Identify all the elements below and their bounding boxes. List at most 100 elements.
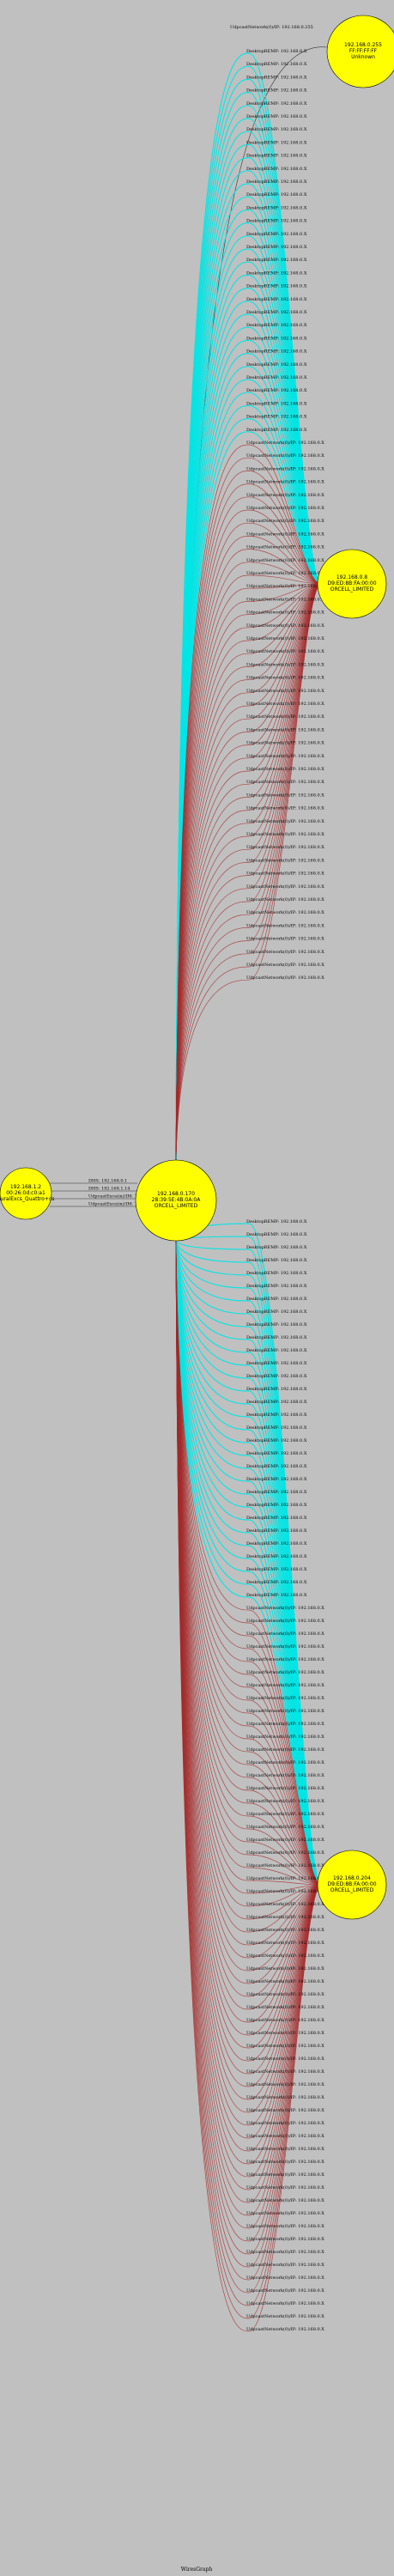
red-edge — [175, 583, 322, 1161]
edge-label: UdpcastNetwork(0)/IP: 192.168.0.X — [246, 531, 324, 537]
edge-label: UdpcastNetwork(0)/IP: 192.168.0.X — [246, 2223, 324, 2229]
edge-label: UdpcastNetwork(0)/IP: 192.168.0.X — [246, 518, 324, 524]
edge-label: UdpcastNetwork(0)/IP: 192.168.0.X — [246, 1914, 324, 1920]
edge-label: DesktopREMP: 192.168.0.X — [246, 1567, 307, 1572]
edge-label: DesktopREMP: 192.168.0.X — [246, 114, 307, 119]
red-edge — [175, 1240, 322, 1886]
node-label: D9:ED:8B:FA:00:00 — [327, 580, 376, 586]
edge-label: DesktopREMP: 192.168.0.X — [246, 1516, 307, 1521]
edge-label: UdpcastNetwork(0)/IP: 192.168.0.X — [246, 1927, 324, 1933]
node-n_mid: 192.168.0.17028:39:5E:4B:0A:0AORCELL_LIM… — [135, 1159, 217, 1242]
red-edge — [175, 1240, 322, 1997]
edge-label: UdpcastNetwork(0)/IP: 192.168.0.X — [246, 1618, 324, 1624]
edge-label: UdpcastNetwork(0)/IP: 192.168.0.X — [246, 2133, 324, 2139]
red-edge — [175, 583, 322, 1161]
red-edge — [175, 583, 322, 1161]
edge-label: DesktopREMP: 192.168.0.X — [246, 428, 307, 433]
edge-label: DesktopREMP: 192.168.0.X — [246, 1541, 307, 1546]
red-edge — [175, 583, 322, 1161]
red-edge — [175, 562, 322, 1161]
edge-label: UdpcastNetwork(0)/IP: 192.168.0.X — [246, 1669, 324, 1675]
red-edge — [175, 583, 322, 1161]
edge-label: UdpcastNetwork(0)/IP: 192.168.0.X — [246, 2249, 324, 2255]
red-edge — [175, 583, 322, 1161]
edge-label: DesktopREMP: 192.168.0.X — [246, 1271, 307, 1276]
edge-label: UdpcastNetwork(0)/IP: 192.168.0.X — [246, 1811, 324, 1817]
edge-label: DesktopREMP: 192.168.0.X — [246, 219, 307, 224]
node-label: 192.168.0.170 — [157, 1191, 195, 1197]
edges-layer — [50, 46, 328, 2332]
edge-label: UdpcastNetwork(0)/IP: 192.168.0.X — [246, 2275, 324, 2281]
edge-label: DesktopREMP: 192.168.0.X — [246, 297, 307, 302]
red-edge — [175, 583, 322, 1161]
edge-label: UdpcastNetwork(0)/IP: 192.168.0.X — [246, 2184, 324, 2190]
red-edge — [175, 1240, 322, 2010]
red-edge — [175, 1240, 322, 1886]
edge-label: UdpcastNetwork(0)/IP: 192.168.0.X — [246, 1850, 324, 1856]
edge-label: DesktopREMP: 192.168.0.X — [246, 232, 307, 237]
edge-label: DesktopREMP: 192.168.0.X — [246, 192, 307, 197]
edge-label: DesktopREMP: 192.168.0.X — [246, 1309, 307, 1315]
edge-label: DesktopREMP: 192.168.0.X — [246, 1503, 307, 1508]
red-edge — [175, 1240, 322, 1886]
red-edge — [175, 583, 322, 1161]
edge-label: DesktopREMP: 192.168.0.X — [246, 1374, 307, 1379]
red-edge — [175, 1240, 322, 1886]
edge-label: DesktopREMP: 192.168.0.X — [246, 1528, 307, 1534]
red-edge — [175, 1240, 322, 1984]
node-label: 192.168.0.255 — [344, 42, 382, 48]
red-edge — [175, 1240, 322, 2306]
edge-label: UdpcastNetwork(0)/IP: 192.168.0.X — [246, 2017, 324, 2023]
edge-label: DesktopREMP: 192.168.0.X — [246, 401, 307, 406]
edge-label: UdpcastNetwork(0)/IP: 192.168.0.X — [246, 1759, 324, 1765]
red-edge — [175, 583, 322, 1161]
edge-label: UdpcastNetwork(0)/IP: 192.168.0.X — [246, 610, 324, 616]
edge-label: DesktopREMP: 192.168.0.X — [246, 1400, 307, 1405]
edge-label: UdpcastNetwork(0)/IP: 192.168.0.X — [246, 2056, 324, 2062]
red-edge — [175, 496, 322, 1161]
edge-label: DesktopREMP: 192.168.0.X — [246, 270, 307, 276]
red-edge — [175, 509, 322, 1161]
edge-label: UdpcastNetwork(0)/IP: 192.168.0.X — [246, 570, 324, 576]
edge-label: DesktopREMP: 192.168.0.X — [246, 1232, 307, 1237]
node-n_left: 192.168.1.200:26:0d:c0:a1RuralExcs_Quatt… — [0, 1167, 54, 1220]
red-edge — [175, 1240, 322, 1959]
graph-footer: WiresGraph — [181, 2567, 213, 2573]
edge-label: DesktopREMP: 192.168.0.X — [246, 1348, 307, 1353]
edge-label: UdpcastNetwork(0)/IP: 192.168.0.X — [246, 1798, 324, 1804]
edge-label: UdpcastNetwork(0)/IP: 192.168.0.X — [246, 714, 324, 720]
edge-label: DesktopREMP: 192.168.0.X — [246, 1593, 307, 1598]
edge-label: UdpcastNetwork(0)/IP: 192.168.0.X — [246, 440, 324, 446]
edge-label: UdpcastNetwork(0)/IP: 192.168.0.X — [246, 753, 324, 759]
red-edge — [175, 583, 322, 1161]
red-edge — [175, 583, 322, 1161]
edge-label: UdpcastNetwork(0)/IP: 192.168.0.X — [246, 1785, 324, 1791]
edge-label: UdpcastNetwork(0)/IP: 192.168.0.X — [246, 557, 324, 563]
edge-label: UdpcastNetwork(0)/IP: 192.168.0.X — [246, 1643, 324, 1649]
red-edge — [175, 549, 322, 1161]
node-label: 192.168.1.2 — [10, 1184, 41, 1190]
edge-label: UdpcastNetwork(0)/IP: 192.168.0.X — [246, 1747, 324, 1753]
red-edge — [175, 1240, 322, 1886]
red-edge — [175, 1240, 322, 1886]
edge-label: UdpcastNetwork(0)/IP: 192.168.0.X — [246, 2107, 324, 2113]
red-edge — [175, 1240, 322, 2100]
node-label: ORCELL_LIMITED — [330, 586, 374, 592]
red-edge — [175, 1240, 322, 2075]
edge-label: DesktopREMP: 192.168.0.X — [246, 284, 307, 289]
red-edge — [175, 1240, 322, 1886]
node-label: ORCELL_LIMITED — [155, 1203, 198, 1209]
red-edge — [175, 1240, 322, 1886]
edge-label: UdpcastNetwork(0)/IP: 192.168.0.X — [246, 740, 324, 746]
edge-label: UdpcastNetwork(0)/IP: 192.168.0.X — [246, 792, 324, 798]
edge-label: UdpcastNetwork(0)/IP: 192.168.0.X — [246, 1695, 324, 1701]
edge-label: UdpcastNetwork(0)/IP: 192.168.0.X — [246, 1772, 324, 1778]
edge-label: UdpcastNetwork(0)/IP: 192.168.0.X — [246, 766, 324, 772]
edge-label: UdpcastNetwork(0)/IP: 192.168.0.X — [246, 975, 324, 981]
edge-label: UdpcastNetwork(0)/IP: 192.168.0.X — [246, 1888, 324, 1894]
red-edge — [175, 536, 322, 1161]
red-edge — [175, 1240, 322, 2229]
red-edge — [175, 522, 322, 1161]
red-edge — [175, 1240, 322, 2216]
red-edge — [175, 1240, 322, 2062]
